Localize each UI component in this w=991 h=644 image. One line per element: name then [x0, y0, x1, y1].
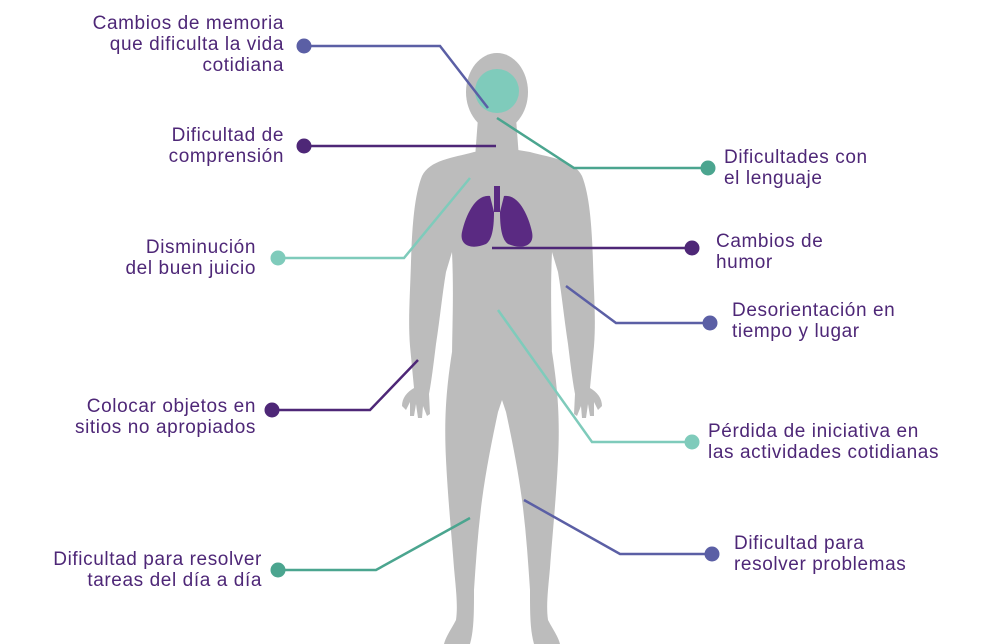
dot-objetos [264, 402, 280, 418]
connector-juicio [278, 177, 471, 260]
connector-memoria [304, 44, 489, 109]
label-desorientacion: Desorientación en tiempo y lugar [732, 300, 895, 342]
label-memoria: Cambios de memoria que dificulta la vida… [93, 13, 284, 76]
label-line: resolver problemas [734, 554, 907, 575]
human-body-silhouette [402, 53, 602, 644]
connector-desorientacion [565, 284, 710, 325]
label-lenguaje: Dificultades con el lenguaje [724, 147, 868, 189]
connector-problemas [523, 498, 712, 556]
label-line: tiempo y lugar [732, 321, 860, 342]
label-line: tareas del día a día [87, 570, 262, 591]
label-line: del buen juicio [125, 258, 256, 279]
connector-objetos [272, 359, 419, 412]
connector-tareas [278, 516, 471, 572]
dot-comprension [296, 138, 312, 154]
label-line: Colocar objetos en [86, 396, 256, 417]
label-comprension: Dificultad de comprensión [169, 125, 284, 167]
label-problemas: Dificultad para resolver problemas [734, 533, 906, 575]
label-tareas: Dificultad para resolver tareas del día … [53, 549, 262, 591]
label-juicio: Disminución del buen juicio [126, 237, 256, 279]
dot-memoria [296, 38, 312, 54]
connector-iniciativa [496, 309, 692, 444]
label-line: Cambios de [716, 231, 824, 252]
label-line: sitios no apropiados [75, 417, 256, 438]
label-line: Dificultad de [171, 125, 284, 146]
label-line: comprensión [168, 146, 284, 167]
dot-juicio [270, 250, 286, 266]
dot-problemas [704, 546, 720, 562]
label-line: Dificultad para resolver [53, 549, 262, 570]
label-line: Cambios de memoria [92, 13, 284, 34]
label-objetos: Colocar objetos en sitios no apropiados [75, 396, 256, 438]
label-line: Disminución [145, 237, 256, 258]
dot-humor [684, 240, 700, 256]
label-iniciativa: Pérdida de iniciativa en las actividades… [708, 421, 939, 463]
connector-lenguaje [496, 116, 708, 170]
dot-lenguaje [700, 160, 716, 176]
label-line: el lenguaje [724, 168, 823, 189]
dot-desorientacion [702, 315, 718, 331]
label-line: Dificultades con [724, 147, 868, 168]
label-line: Dificultad para [734, 533, 865, 554]
brain-icon [475, 69, 519, 113]
dot-iniciativa [684, 434, 700, 450]
dot-tareas [270, 562, 286, 578]
label-humor: Cambios de humor [716, 231, 823, 273]
label-line: que dificulta la vida [109, 34, 284, 55]
lungs-icon [461, 186, 533, 247]
label-line: humor [716, 252, 773, 273]
label-line: cotidiana [202, 55, 284, 76]
label-line: las actividades cotidianas [708, 442, 940, 463]
label-line: Desorientación en [732, 300, 896, 321]
label-line: Pérdida de iniciativa en [708, 421, 919, 442]
